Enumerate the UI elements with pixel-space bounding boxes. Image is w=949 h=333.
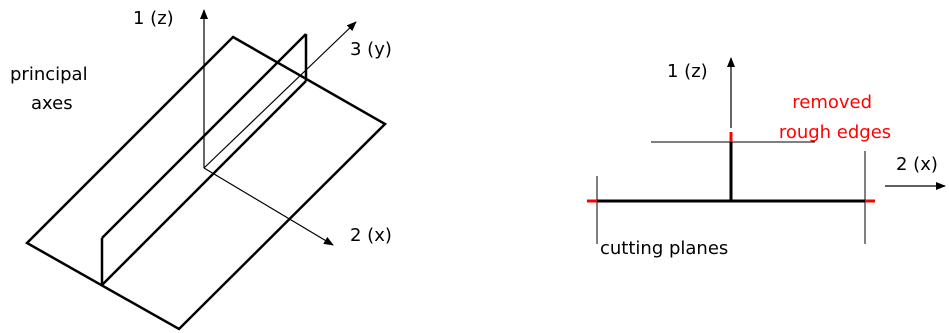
right-axis-x-label: 2 (x) [896,154,938,175]
left-axis-y-label: 3 (y) [350,39,392,60]
left-axis-z-label: 1 (z) [133,8,174,29]
right-axis-z-label: 1 (z) [667,61,708,82]
axis-y-arrow [203,21,357,169]
axis-x-arrow [203,167,334,246]
flange-plate [24,35,388,331]
cutting-planes-label: cutting planes [600,238,728,259]
removed-rough-edges-line2: rough edges [779,122,891,143]
removed-rough-edges-label: removed rough edges [779,92,891,143]
principal-axes-label-line1: principal [10,64,88,85]
left-axis-x-label: 2 (x) [350,225,392,246]
right-cross-section-diagram: 1 (z) 2 (x) removed rough edges cutting … [587,57,946,259]
principal-axes-label: principal axes [10,64,93,114]
removed-rough-edges-line1: removed [792,92,872,113]
principal-axes-label-line2: axes [31,93,73,114]
left-3d-diagram: principal axes 1 (z) 3 (y) 2 (x) [10,8,392,331]
